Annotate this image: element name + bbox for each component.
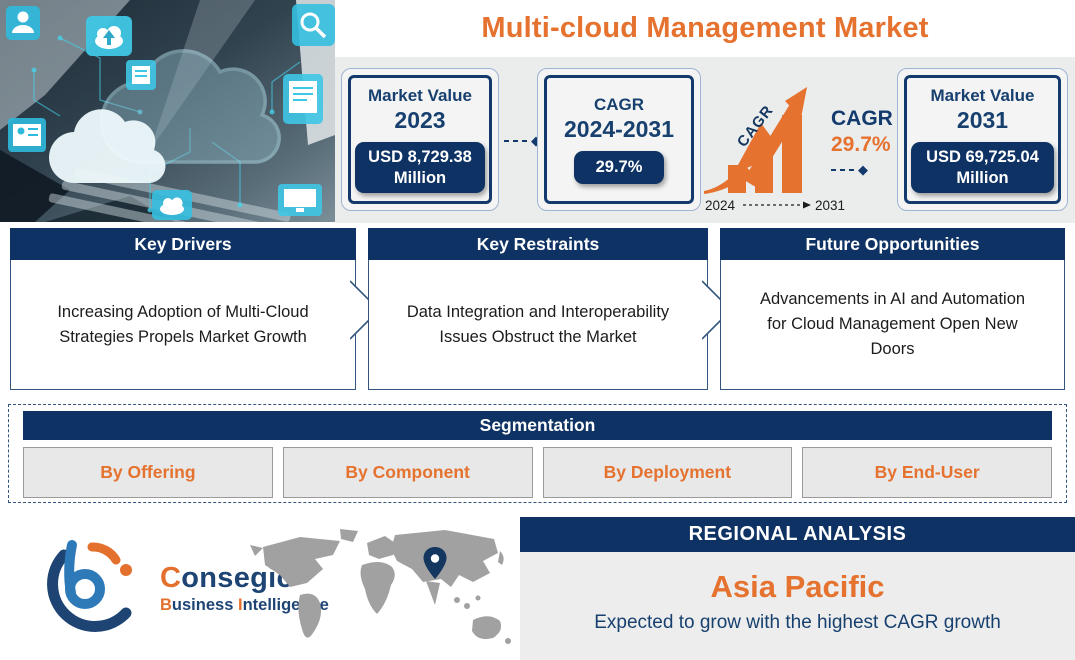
tablet-icon: [283, 74, 323, 124]
small-cloud-shape: [49, 109, 166, 184]
stat-label: Market Value: [930, 85, 1035, 105]
segmentation-section: Segmentation By Offering By Component By…: [8, 404, 1067, 503]
region-subtitle: Expected to grow with the highest CAGR g…: [594, 612, 1001, 633]
key-restraints-card: Key Restraints Data Integration and Inte…: [368, 228, 708, 390]
cloud-computing-illustration: [0, 0, 335, 252]
growth-bar-chart-graphic: CAGR 2024 2031: [704, 87, 845, 213]
document-icon: [126, 60, 156, 90]
card-title: Future Opportunities: [720, 228, 1065, 260]
brand-sub-b: B: [160, 595, 172, 614]
brand-sub-i: I: [237, 595, 243, 614]
dashed-connector: ◆: [504, 134, 541, 147]
stat-label: CAGR: [593, 95, 645, 115]
stat-year: 2024-2031: [564, 116, 674, 143]
monitor-icon: [278, 184, 322, 216]
consegic-logo-icon: [47, 540, 132, 632]
id-card-icon: [8, 118, 46, 152]
stat-value-badge: 29.7%: [573, 151, 665, 184]
segment-by-component: By Component: [282, 447, 533, 498]
stats-band: Market Value 2023 USD 8,729.38 Million ◆…: [335, 57, 1075, 223]
cagr-callout: CAGR 29.7% ◆: [831, 107, 917, 176]
brand-name-initial: C: [160, 561, 182, 594]
stat-year: 2023: [394, 106, 446, 133]
segment-by-offering: By Offering: [23, 447, 273, 498]
diamond-icon: ◆: [531, 133, 541, 148]
segmentation-row: By Offering By Component By Deployment B…: [23, 447, 1052, 498]
stat-value-badge: USD 8,729.38 Million: [355, 141, 485, 194]
cagr-label: CAGR: [831, 107, 893, 130]
hero-image: [0, 0, 335, 252]
end-year-label: 2031: [815, 198, 845, 213]
diamond-icon: ◆: [858, 162, 868, 177]
card-text: Data Integration and Interoperability Is…: [368, 260, 708, 390]
card-text: Advancements in AI and Automation for Cl…: [720, 260, 1065, 390]
stat-card-cagr-period: CAGR 2024-2031 29.7%: [537, 68, 701, 211]
regional-analysis-body: Asia Pacific Expected to grow with the h…: [520, 552, 1075, 660]
cagr-value: 29.7%: [831, 133, 891, 156]
cloud-upload-icon: [86, 16, 132, 56]
segment-by-end-user: By End-User: [802, 447, 1052, 498]
dash-line: [504, 139, 530, 142]
start-year-label: 2024: [705, 198, 736, 213]
page-title: Multi-cloud Management Market: [481, 12, 929, 44]
person-icon: [6, 6, 40, 40]
segmentation-title: Segmentation: [23, 411, 1052, 440]
dashed-connector: ◆: [831, 163, 917, 176]
key-drivers-card: Key Drivers Increasing Adoption of Multi…: [10, 228, 356, 390]
location-pin-icon: [423, 547, 447, 579]
segment-by-deployment: By Deployment: [542, 447, 793, 498]
search-icon: [292, 4, 335, 46]
card-text: Increasing Adoption of Multi-Cloud Strat…: [10, 260, 356, 390]
card-title: Key Restraints: [368, 228, 708, 260]
region-name: Asia Pacific: [710, 569, 885, 604]
cloud-icon-small: [152, 190, 192, 220]
stat-label: Market Value: [368, 85, 472, 105]
future-opportunities-card: Future Opportunities Advancements in AI …: [720, 228, 1065, 390]
stat-value-badge: USD 69,725.04 Million: [911, 141, 1054, 194]
world-map: [250, 529, 511, 644]
dash-line: [831, 168, 857, 171]
stat-card-market-value-2023: Market Value 2023 USD 8,729.38 Million: [341, 68, 499, 211]
card-title: Key Drivers: [10, 228, 356, 260]
stat-year: 2031: [956, 106, 1009, 133]
brand-sub-usiness: usiness: [171, 595, 238, 614]
stat-card-market-value-2031: Market Value 2031 USD 69,725.04 Million: [897, 68, 1068, 211]
regional-analysis-header: REGIONAL ANALYSIS: [520, 517, 1075, 552]
